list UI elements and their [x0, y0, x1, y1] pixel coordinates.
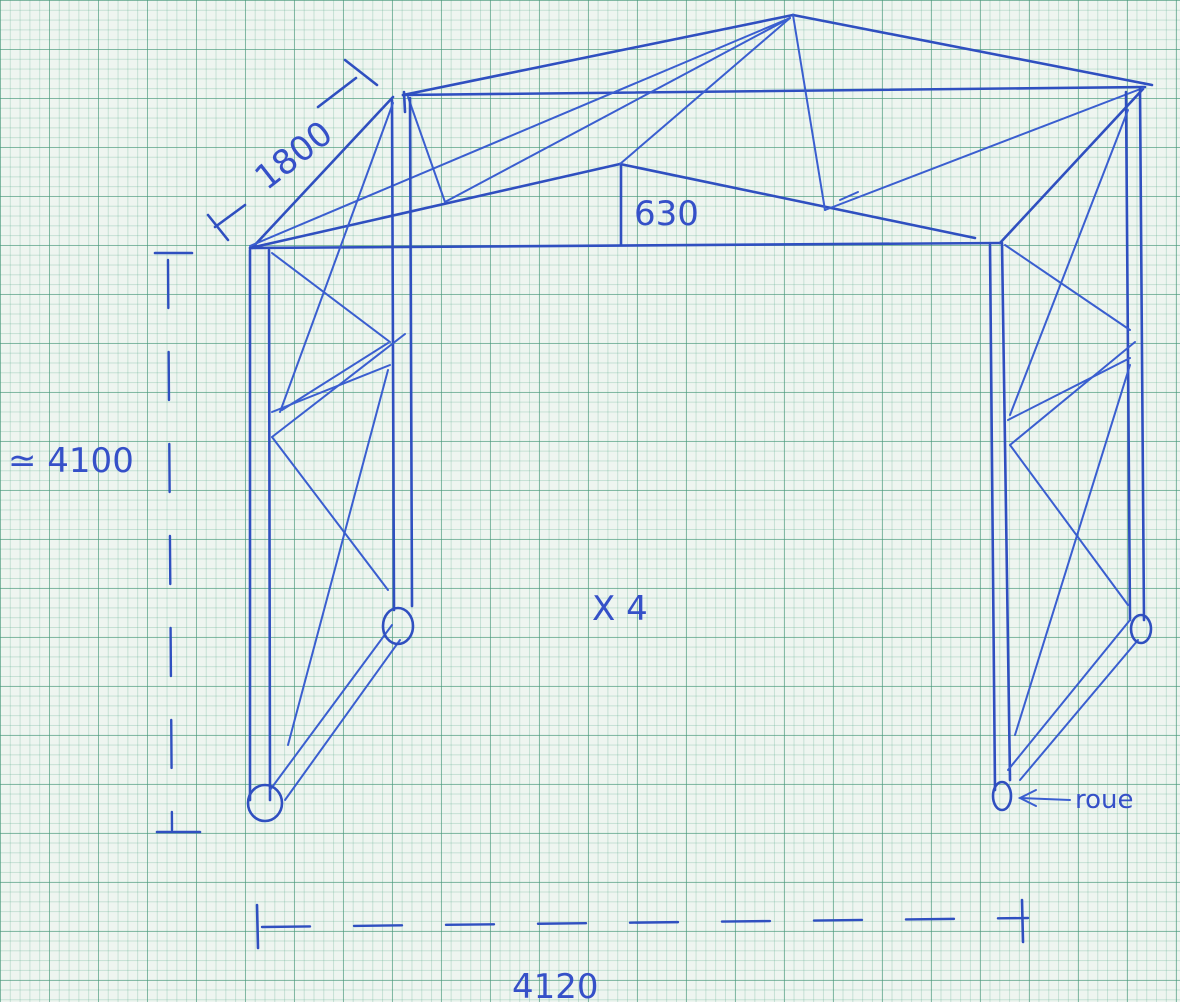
right-front-wheel-icon — [991, 780, 1013, 812]
right-tower — [988, 87, 1153, 812]
dimension-depth: 1800 — [206, 58, 379, 242]
quantity-label: X 4 — [592, 589, 648, 629]
left-back-wheel-icon — [381, 606, 415, 646]
wheel-callout: roue — [1017, 785, 1134, 815]
dimension-width: 4120 — [255, 898, 1030, 1002]
ridge-height-label: 630 — [634, 194, 699, 234]
dimension-height: ≃ 4100 — [8, 251, 202, 834]
right-back-wheel-icon — [1129, 613, 1153, 645]
width-label: 4120 — [512, 967, 599, 1002]
depth-label: 1800 — [248, 113, 341, 198]
left-front-wheel-icon — [246, 783, 284, 823]
dimension-ridge-height: 630 — [634, 194, 699, 234]
height-label: ≃ 4100 — [8, 441, 134, 481]
foot-label: roue — [1075, 785, 1134, 815]
roof-truss — [248, 13, 1154, 250]
left-tower — [246, 90, 415, 823]
